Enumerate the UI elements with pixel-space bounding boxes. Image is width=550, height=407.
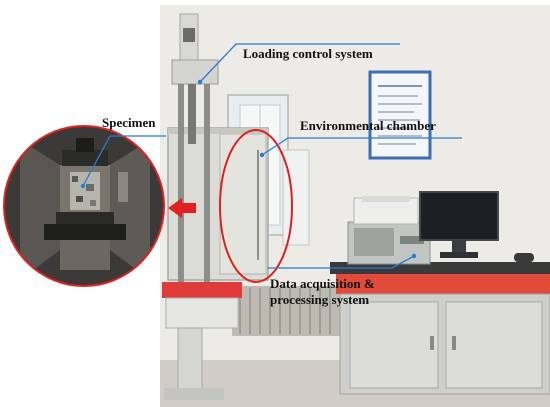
label-specimen: Specimen: [102, 115, 156, 130]
label-loading-control-system: Loading control system: [243, 46, 373, 61]
loading-frame: [162, 13, 242, 400]
radiator: [232, 286, 342, 336]
mouse: [514, 253, 534, 262]
label-data-acquisition-line2: processing system: [270, 292, 370, 307]
callout-lines: [82, 43, 462, 269]
data-acquisition-unit: [347, 221, 431, 265]
label-environmental-chamber: Environmental chamber: [300, 118, 436, 133]
computer-monitor: [419, 191, 499, 258]
workbench: [330, 262, 550, 395]
printer: [353, 196, 419, 225]
specimen-inset: [4, 126, 164, 286]
red-arrow-left-icon: [168, 198, 196, 218]
inset-ring: [3, 125, 165, 287]
wall-poster: [368, 70, 432, 160]
chamber-highlight-ellipse: [219, 129, 293, 283]
label-data-acquisition-line1: Data acquisition &: [270, 276, 375, 291]
